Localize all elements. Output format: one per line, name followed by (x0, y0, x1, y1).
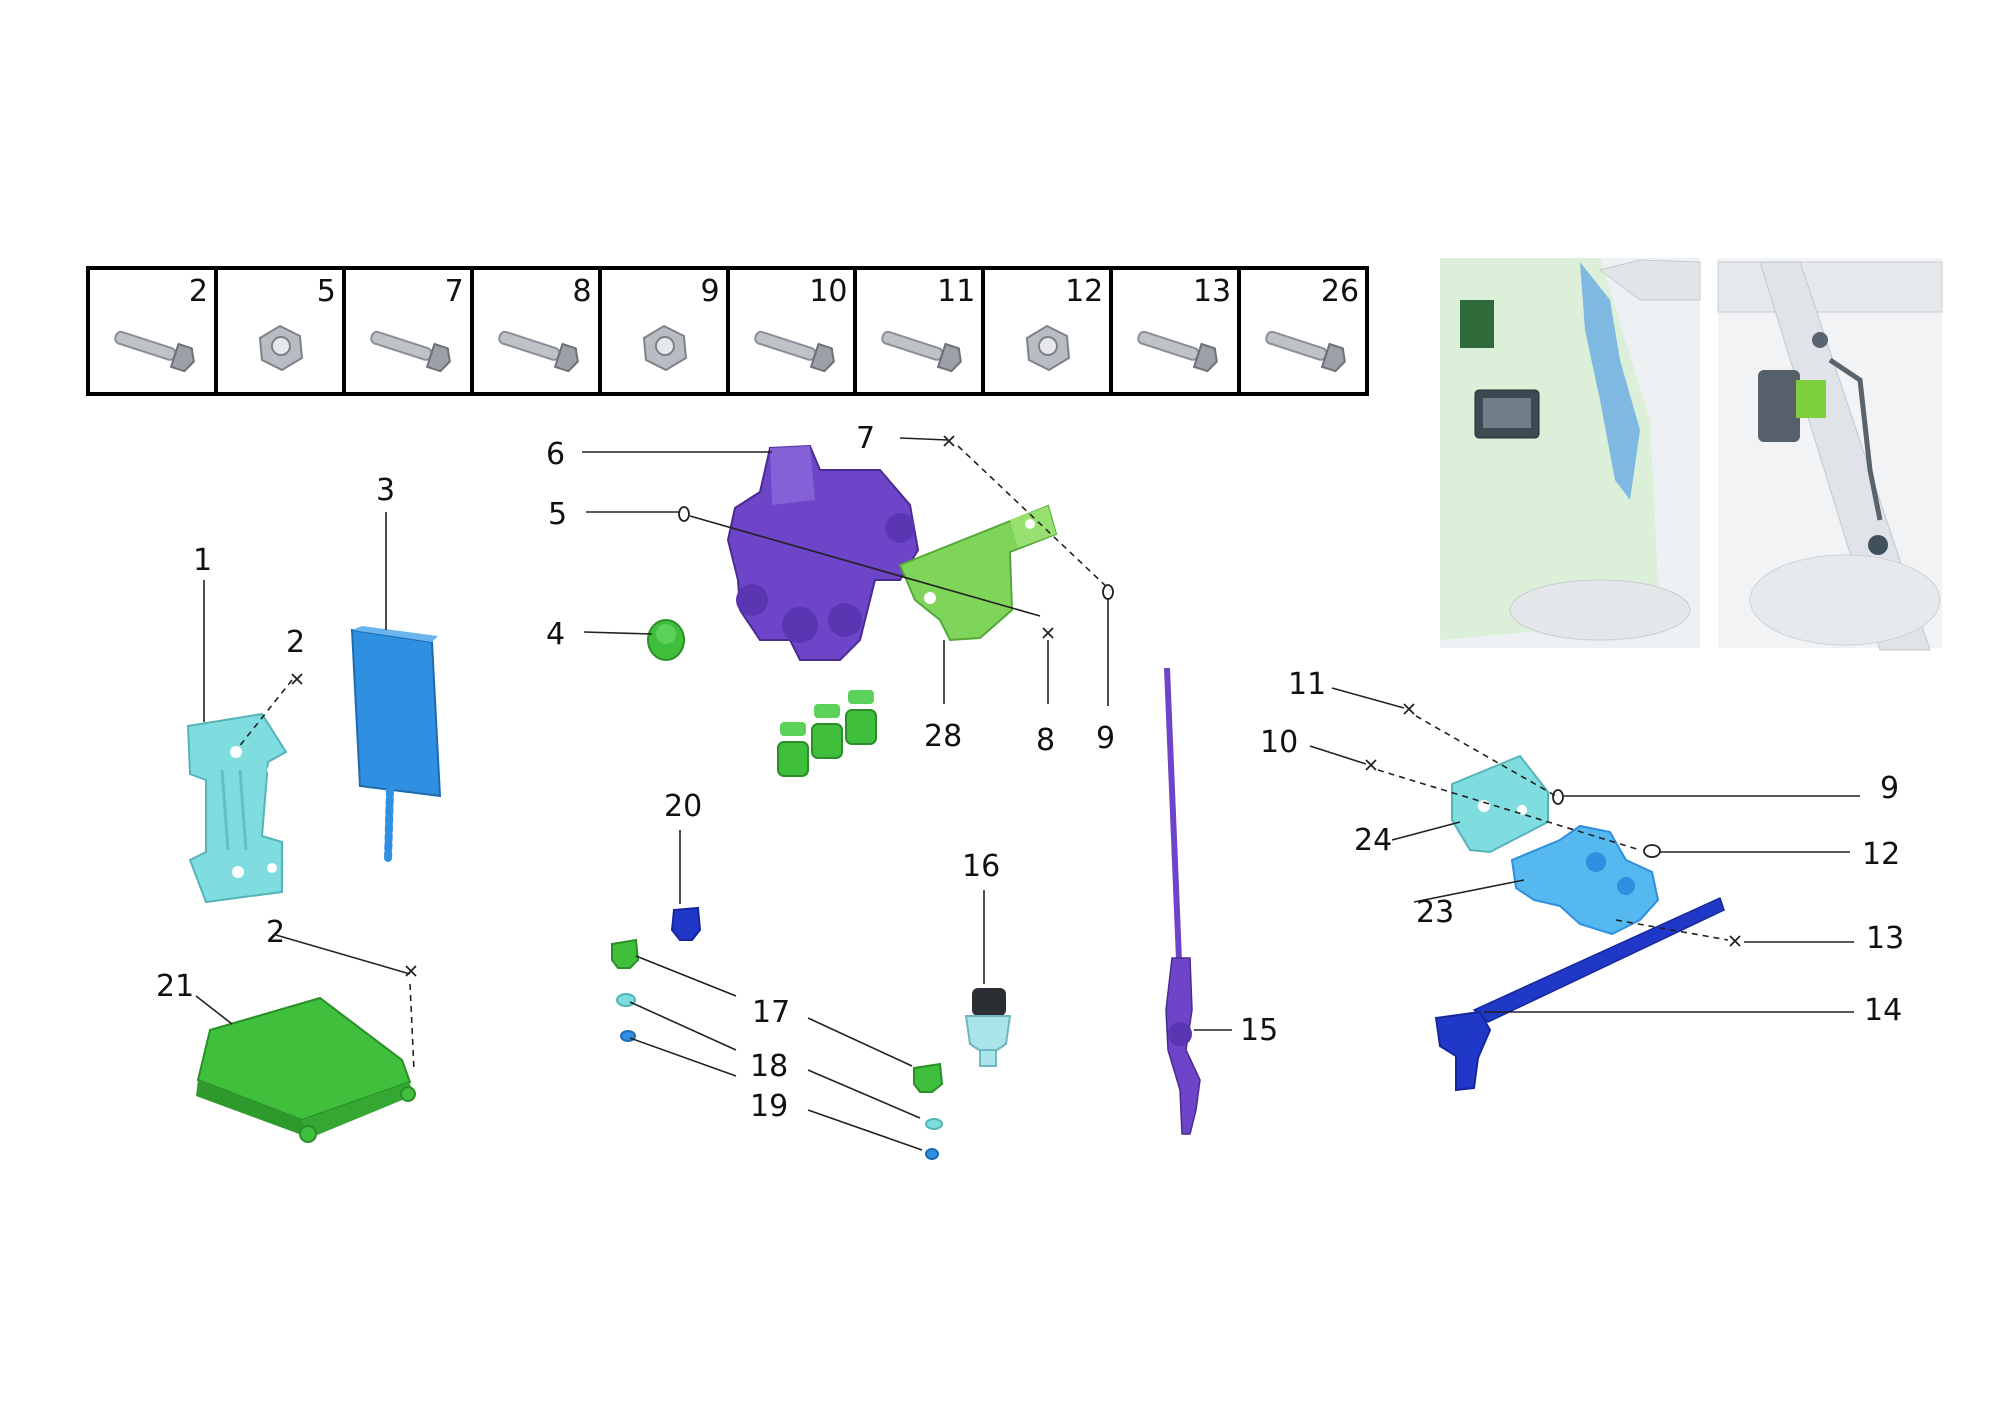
callout-21: 21 (156, 969, 194, 1004)
callout-8: 8 (1036, 723, 1055, 758)
fastener-number: 7 (444, 274, 464, 309)
fastener-number: 26 (1320, 274, 1360, 309)
part-16-sensor (964, 988, 1012, 1067)
part-15-rod (1164, 668, 1201, 1135)
callout-12: 12 (1862, 837, 1900, 872)
callout-9: 9 (1096, 721, 1115, 756)
fastener-cell: 11 (857, 270, 986, 392)
callout-5: 5 (548, 497, 567, 532)
bolt-icon (370, 330, 451, 373)
fastener-cell: 13 (1113, 270, 1242, 392)
callout-13: 13 (1866, 921, 1904, 956)
fastener-number: 8 (572, 274, 592, 309)
fastener-number: 13 (1192, 274, 1232, 309)
callout-14: 14 (1864, 993, 1902, 1028)
callout-20: 20 (664, 789, 702, 824)
callout-28: 28 (924, 719, 962, 754)
fastener-number: 11 (937, 274, 976, 309)
part-3-module (350, 626, 442, 864)
callout-23: 23 (1416, 895, 1454, 930)
part-6-valve-block (726, 444, 920, 661)
part-4-fitting (647, 619, 685, 661)
callout-2: 2 (266, 915, 285, 950)
part-20-plug (670, 906, 702, 941)
callout-19: 19 (750, 1089, 788, 1124)
part-1-bracket (186, 712, 288, 904)
bolt-icon (114, 330, 195, 373)
callout-16: 16 (962, 849, 1000, 884)
fastener-cell: 7 (346, 270, 474, 392)
callout-17: 17 (752, 995, 790, 1030)
callout-6: 6 (546, 437, 565, 472)
callout-labels: 1 2 2 3 4 5 6 7 8 9 9 10 11 12 13 14 15 … (156, 421, 1904, 1124)
bolt-icon (881, 330, 963, 373)
part-17-fitting (611, 938, 944, 1093)
callout-3: 3 (376, 473, 395, 508)
part-14-lever (1434, 896, 1725, 1092)
fastener-cell: 12 (985, 270, 1114, 392)
part-21-ecu (196, 996, 416, 1143)
bolt-icon (1265, 330, 1347, 373)
callout-9: 9 (1880, 771, 1899, 806)
callout-11: 11 (1288, 667, 1326, 702)
location-inset (1440, 258, 1943, 651)
fastener-cell: 9 (602, 270, 730, 392)
fitting-set (777, 690, 877, 777)
bolt-icon (753, 330, 835, 373)
nut-icon (1026, 324, 1071, 372)
fastener-cell: 10 (730, 270, 858, 392)
fastener-cell: 5 (218, 270, 346, 392)
callout-10: 10 (1260, 725, 1298, 760)
fastener-number: 12 (1065, 274, 1104, 309)
part-28-bracket (898, 504, 1058, 642)
fastener-number: 9 (700, 274, 720, 309)
bolt-icon (497, 330, 579, 373)
callout-1: 1 (193, 543, 212, 578)
nut-icon (258, 324, 303, 372)
fastener-markers (291, 435, 1741, 977)
callout-7: 7 (856, 421, 875, 456)
fastener-number: 10 (809, 274, 848, 309)
fastener-cell: 8 (474, 270, 602, 392)
leader-lines (195, 437, 1860, 1151)
callout-24: 24 (1354, 823, 1392, 858)
fastener-number: 5 (316, 274, 336, 309)
part-23-valve (1510, 824, 1660, 936)
callout-2: 2 (286, 625, 305, 660)
callout-15: 15 (1240, 1013, 1278, 1048)
nut-icon (642, 324, 687, 372)
fastener-cell: 26 (1241, 270, 1365, 392)
fastener-number: 2 (188, 274, 208, 309)
fastener-cell: 2 (90, 270, 218, 392)
callout-4: 4 (546, 617, 565, 652)
bolt-icon (1137, 330, 1219, 373)
fastener-table: 2 5 7 8 9 (86, 266, 1369, 396)
part-24-bracket (1451, 754, 1549, 854)
callout-18: 18 (750, 1049, 788, 1084)
